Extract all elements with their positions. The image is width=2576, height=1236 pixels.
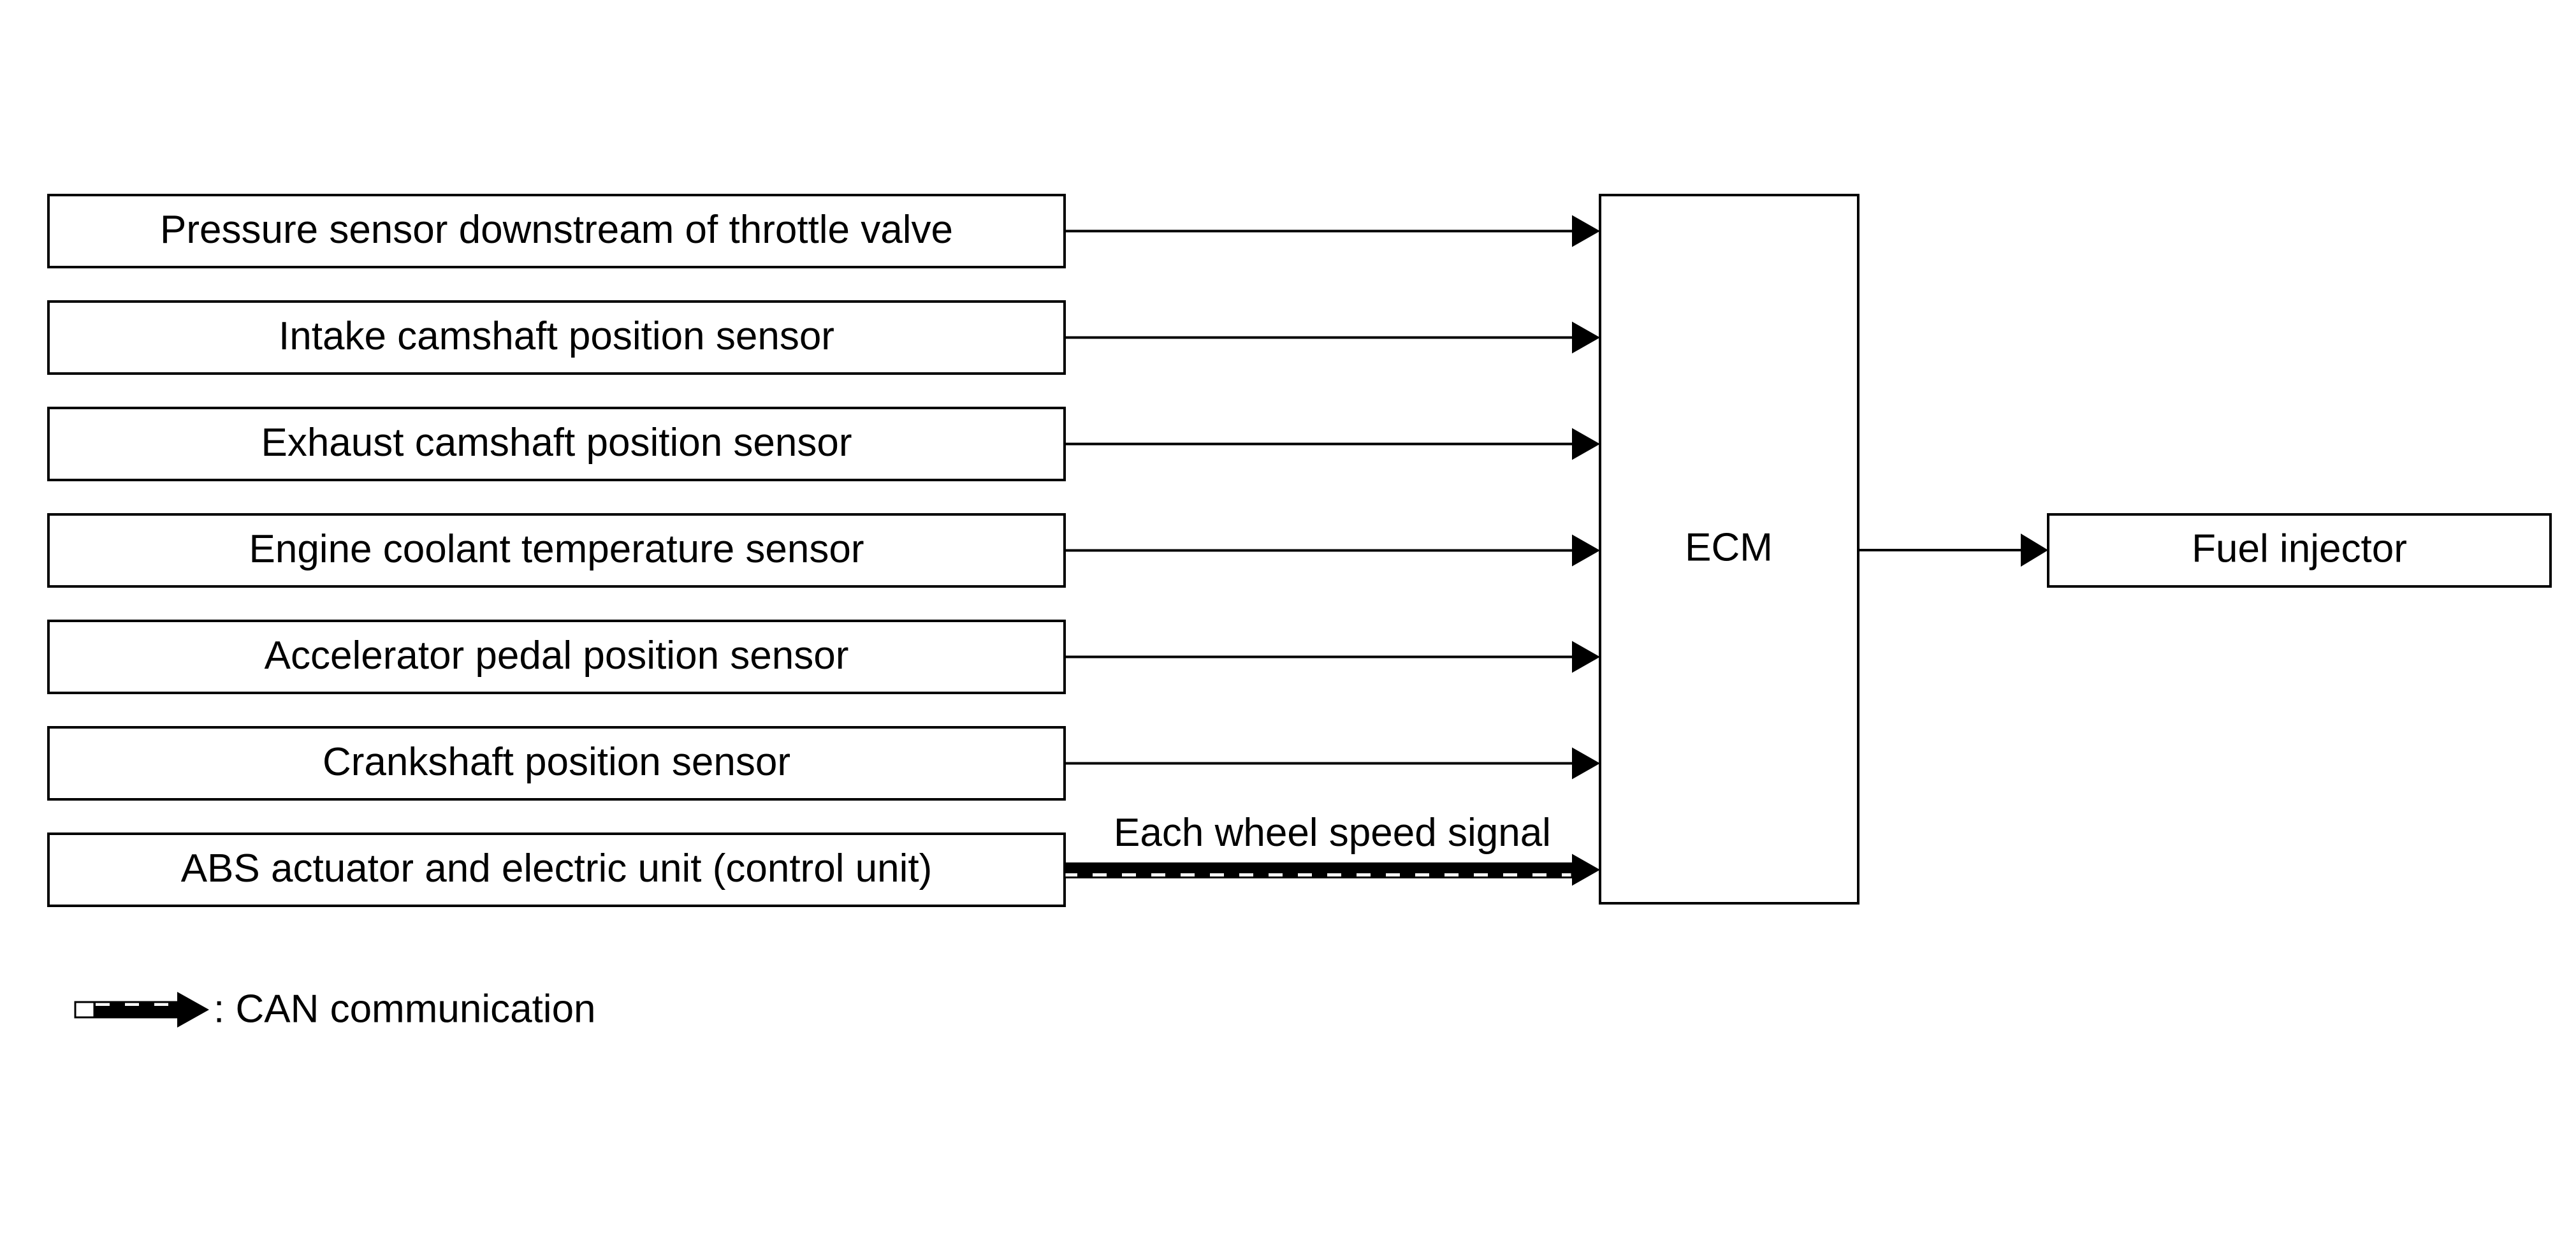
wheel-speed-signal-label: Each wheel speed signal	[1114, 811, 1551, 855]
sensor-label: Pressure sensor downstream of throttle v…	[160, 208, 953, 252]
ecm-box	[1599, 194, 1859, 905]
fuel-injector-label: Fuel injector	[2192, 527, 2407, 571]
ecm-to-injector-arrowhead	[2021, 534, 2048, 567]
sensor-block: ABS actuator and electric unit (control …	[47, 832, 1066, 907]
sensor-label: Exhaust camshaft position sensor	[261, 421, 852, 465]
sensor-block: Exhaust camshaft position sensor	[47, 407, 1066, 481]
sensor-group: Pressure sensor downstream of throttle v…	[47, 194, 1066, 907]
fuel-injector-block: Fuel injector	[2047, 513, 2552, 588]
ecm-label: ECM	[1685, 525, 1773, 569]
sensor-to-ecm-arrowhead	[1572, 534, 1600, 567]
sensor-to-ecm-arrowhead	[1572, 641, 1600, 673]
sensor-to-ecm-arrowhead	[1572, 215, 1600, 247]
sensor-box	[47, 832, 1066, 907]
sensor-label: ABS actuator and electric unit (control …	[181, 847, 933, 891]
legend-can-arrowhead	[177, 992, 209, 1028]
sensor-label: Crankshaft position sensor	[323, 740, 790, 784]
sensor-box	[47, 194, 1066, 268]
sensor-block: Pressure sensor downstream of throttle v…	[47, 194, 1066, 268]
sensor-block: Crankshaft position sensor	[47, 726, 1066, 801]
sensor-box	[47, 407, 1066, 481]
sensor-box	[47, 726, 1066, 801]
sensor-block: Accelerator pedal position sensor	[47, 620, 1066, 694]
sensor-label: Accelerator pedal position sensor	[265, 634, 849, 678]
sensor-block: Intake camshaft position sensor	[47, 300, 1066, 375]
legend-can-line	[93, 1001, 178, 1019]
can-arrowhead	[1572, 854, 1600, 886]
sensor-to-ecm-arrowhead	[1572, 747, 1600, 780]
sensor-block: Engine coolant temperature sensor	[47, 513, 1066, 588]
fuel-injector-box	[2047, 513, 2552, 588]
sensor-box	[47, 300, 1066, 375]
output-connector	[1858, 534, 2048, 567]
sensor-to-ecm-arrowhead	[1572, 428, 1600, 460]
can-connection-line	[1063, 862, 1573, 878]
legend-can-label: : CAN communication	[214, 987, 596, 1031]
sensor-to-ecm-arrowhead	[1572, 321, 1600, 354]
sensor-label: Intake camshaft position sensor	[279, 314, 834, 358]
legend: : CAN communication	[74, 987, 596, 1031]
legend-can-line-white	[74, 1001, 96, 1019]
sensor-box	[47, 620, 1066, 694]
ecm-block: ECM	[1599, 194, 1859, 905]
sensor-label: Engine coolant temperature sensor	[249, 527, 864, 571]
connection-group: Each wheel speed signal	[1063, 215, 1600, 886]
